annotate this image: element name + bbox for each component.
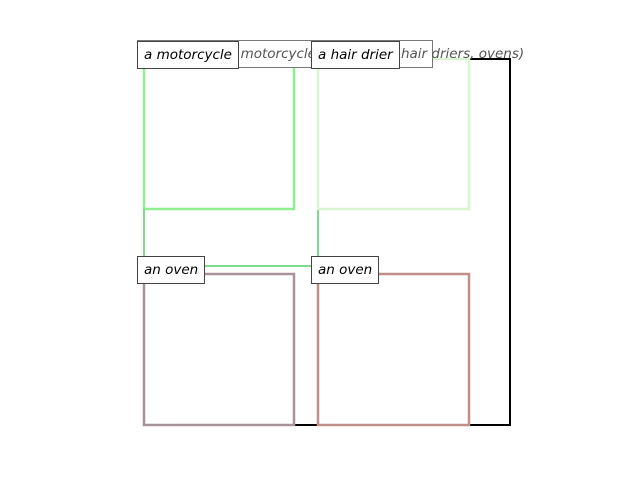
hair-drier-box — [316, 57, 471, 211]
oven-label-left: an oven — [137, 256, 206, 284]
oven-box-left — [142, 272, 296, 427]
motorcycle-box — [142, 57, 296, 211]
motorcycle-label: a motorcycle — [137, 41, 239, 69]
oven-box-right — [316, 272, 471, 427]
hair-drier-label: a hair drier — [311, 41, 400, 69]
oven-label-right: an oven — [311, 256, 380, 284]
motorcycle-box-extension — [143, 209, 319, 267]
scene-box — [143, 58, 511, 426]
